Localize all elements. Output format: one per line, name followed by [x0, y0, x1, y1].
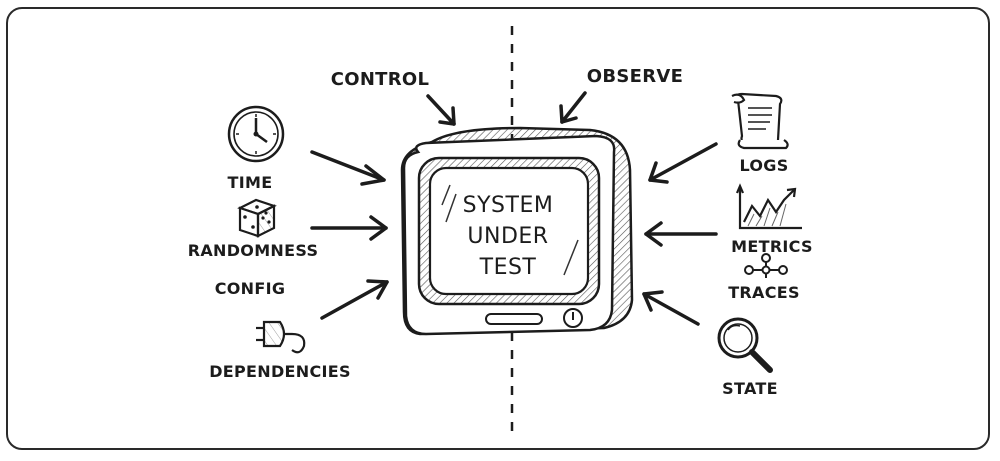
center-line-2: UNDER	[467, 224, 549, 249]
monitor	[400, 126, 634, 336]
state-label: STATE	[722, 379, 778, 398]
line-chart-icon	[735, 183, 802, 230]
time-label: TIME	[227, 173, 273, 192]
arrow-observe	[559, 91, 587, 124]
center-line-3: TEST	[479, 255, 537, 280]
control-heading: CONTROL	[330, 69, 430, 90]
arrow-config	[320, 279, 389, 320]
system-under-test-label: SYSTEM UNDER TEST	[453, 190, 563, 283]
arrow-state	[642, 290, 700, 326]
arrow-logs	[648, 142, 718, 184]
magnifier-icon	[717, 317, 773, 373]
config-label: CONFIG	[214, 279, 286, 298]
observe-heading: OBSERVE	[586, 66, 684, 87]
arrow-randomness	[310, 215, 388, 241]
dice-icon	[237, 198, 277, 238]
randomness-label: RANDOMNESS	[187, 241, 319, 260]
traces-label: TRACES	[728, 283, 800, 302]
scroll-icon	[731, 92, 789, 150]
dependencies-label: DEPENDENCIES	[209, 362, 351, 381]
center-line-1: SYSTEM	[462, 193, 554, 218]
plug-icon	[256, 320, 306, 354]
metrics-label: METRICS	[731, 237, 813, 256]
arrow-control	[426, 94, 456, 126]
clock-icon	[227, 105, 285, 163]
logs-label: LOGS	[739, 156, 789, 175]
node-graph-icon	[744, 253, 788, 278]
arrow-time	[310, 150, 386, 186]
arrow-metrics	[644, 221, 718, 247]
